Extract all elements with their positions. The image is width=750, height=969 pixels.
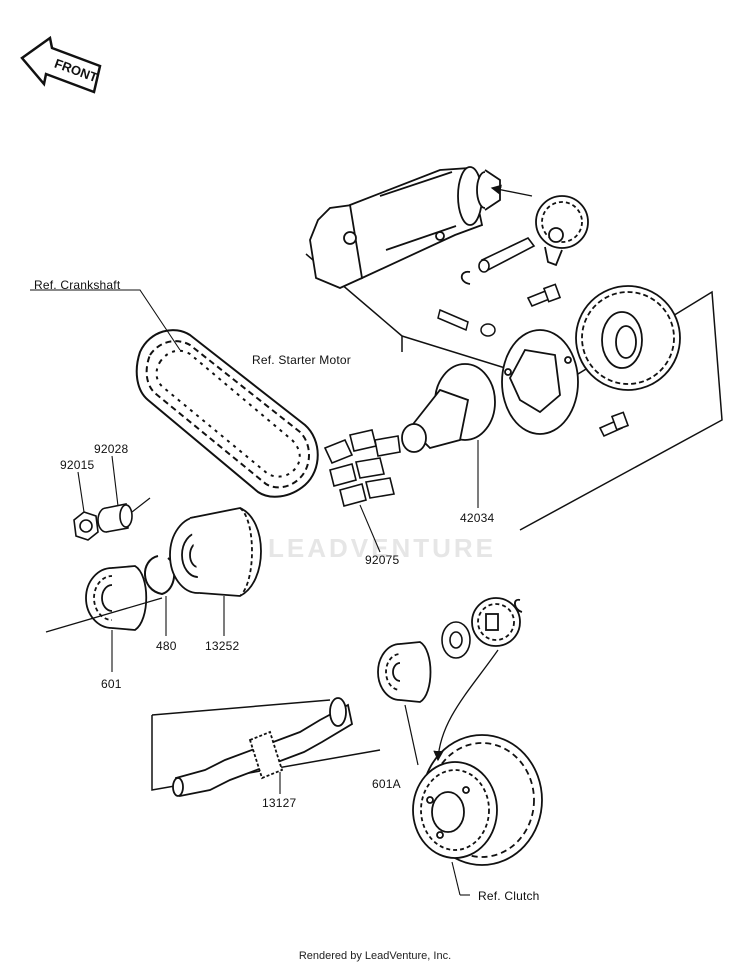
ref-crankshaft-label: Ref. Crankshaft bbox=[34, 278, 121, 292]
part-42034-label: 42034 bbox=[460, 511, 495, 525]
rollers bbox=[437, 308, 496, 337]
bolt-lower bbox=[598, 411, 630, 438]
part-92075-label: 92075 bbox=[365, 553, 400, 567]
part-92028-label: 92028 bbox=[94, 442, 129, 456]
bolt-upper bbox=[526, 283, 562, 308]
clutch-basket bbox=[412, 734, 543, 866]
damper-rubbers bbox=[323, 429, 401, 507]
ref-starter-motor-label: Ref. Starter Motor bbox=[252, 353, 351, 367]
part-601-label: 601 bbox=[101, 677, 122, 691]
front-arrow-icon: FRONT bbox=[20, 35, 102, 94]
circlip-top bbox=[460, 270, 471, 285]
idler-shaft bbox=[478, 236, 536, 273]
starter-clutch-hub bbox=[401, 363, 496, 453]
leader-lines bbox=[30, 289, 479, 896]
starter-chain bbox=[135, 329, 319, 498]
footer-credit: Rendered by LeadVenture, Inc. bbox=[298, 950, 452, 962]
bearing-601 bbox=[85, 565, 148, 631]
washer bbox=[441, 621, 471, 659]
gear-13252 bbox=[169, 507, 262, 597]
collar-92028 bbox=[97, 503, 133, 533]
arrow-601A bbox=[404, 704, 419, 766]
starter-clutch-housing bbox=[501, 329, 579, 435]
part-13252-label: 13252 bbox=[205, 639, 240, 653]
bearing-601A bbox=[377, 641, 432, 703]
axis-line-left bbox=[45, 597, 163, 633]
part-92015-label: 92015 bbox=[60, 458, 95, 472]
part-480-label: 480 bbox=[156, 639, 177, 653]
output-gear-small bbox=[471, 597, 521, 647]
nut-92015 bbox=[73, 511, 99, 541]
shaft-13127 bbox=[172, 697, 354, 798]
arrow-to-clutch bbox=[433, 649, 499, 762]
starter-clutch-gear bbox=[575, 285, 681, 391]
part-601A-label: 601A bbox=[372, 777, 401, 791]
idler-gear-small bbox=[535, 195, 589, 267]
starter-motor bbox=[309, 166, 501, 289]
circlip-small bbox=[514, 598, 523, 613]
part-13127-label: 13127 bbox=[262, 796, 297, 810]
watermark: LEADVENTURE bbox=[268, 533, 497, 563]
ref-clutch-label: Ref. Clutch bbox=[478, 889, 540, 903]
